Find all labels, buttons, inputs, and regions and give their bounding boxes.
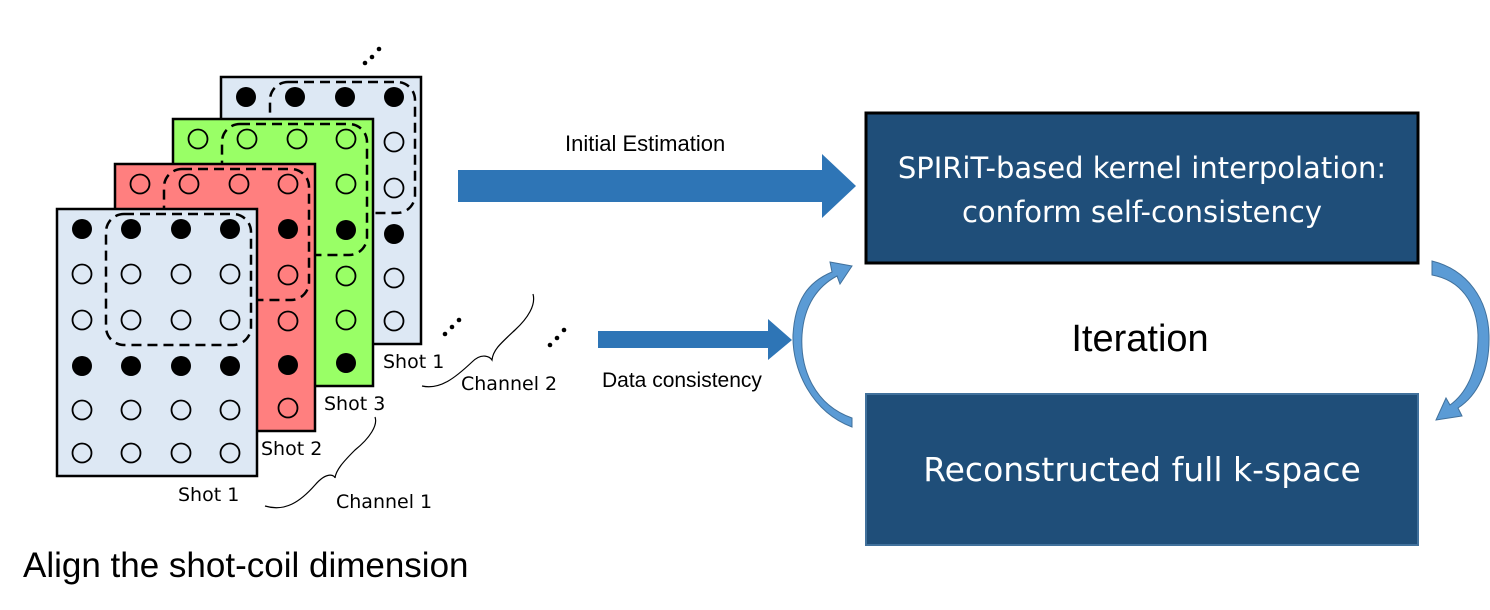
missing-sample-dot xyxy=(383,267,405,289)
acquired-sample-dot xyxy=(336,353,356,373)
missing-sample-dot xyxy=(335,173,357,195)
missing-sample-dot xyxy=(335,128,357,150)
data-consistency-arrow-icon xyxy=(598,319,792,360)
acquired-sample-dot xyxy=(121,219,141,239)
missing-sample-dot xyxy=(170,399,192,421)
acquired-sample-dot xyxy=(171,356,191,376)
shot1-ch1-label: Shot 1 xyxy=(178,484,239,506)
channel2-label: Channel 2 xyxy=(461,373,557,395)
acquired-sample-dot xyxy=(278,219,298,239)
shot1-ch2-label: Shot 1 xyxy=(383,351,444,373)
missing-sample-dot xyxy=(286,128,308,150)
reconstructed-box-label: Reconstructed full k-space xyxy=(923,450,1361,489)
missing-sample-dot xyxy=(383,131,405,153)
acquired-sample-dot xyxy=(121,356,141,376)
missing-sample-dot xyxy=(170,442,192,464)
kernel-window-outline xyxy=(104,212,253,347)
acquired-sample-dot xyxy=(72,219,92,239)
kernel-box-line1: SPIRiT-based kernel interpolation: xyxy=(898,151,1386,185)
missing-sample-dot xyxy=(383,177,405,199)
missing-sample-dot xyxy=(383,310,405,332)
kernel-window-outline xyxy=(220,122,369,257)
acquired-sample-dot xyxy=(278,355,298,375)
page-title: Align the shot-coil dimension xyxy=(23,546,469,585)
ellipsis-right-icon xyxy=(547,327,567,348)
missing-sample-dot xyxy=(129,173,151,195)
acquired-sample-dot xyxy=(384,87,404,107)
missing-sample-dot xyxy=(170,263,192,285)
kspace-panel-channel1-shot1 xyxy=(55,207,259,478)
missing-sample-dot xyxy=(335,265,357,287)
shot2-ch1-label: Shot 2 xyxy=(261,438,322,460)
kernel-window-outline xyxy=(162,167,311,302)
acquired-sample-dot xyxy=(335,87,355,107)
missing-sample-dot xyxy=(120,263,142,285)
data-consistency-label: Data consistency xyxy=(602,369,762,392)
iteration-label: Iteration xyxy=(1071,318,1208,360)
kernel-window-outline xyxy=(268,80,417,215)
missing-sample-dot xyxy=(178,173,200,195)
panel-background xyxy=(55,207,259,478)
missing-sample-dot xyxy=(335,309,357,331)
missing-sample-dot xyxy=(71,309,93,331)
missing-sample-dot xyxy=(170,309,192,331)
acquired-sample-dot xyxy=(336,220,356,240)
acquired-sample-dot xyxy=(220,356,240,376)
iteration-left-curved-arrow-icon xyxy=(792,261,853,428)
channel1-label: Channel 1 xyxy=(336,491,432,513)
acquired-sample-dot xyxy=(285,87,305,107)
acquired-sample-dot xyxy=(236,87,256,107)
acquired-sample-dot xyxy=(384,224,404,244)
missing-sample-dot xyxy=(228,173,250,195)
reconstructed-kspace-box xyxy=(865,393,1419,546)
acquired-sample-dot xyxy=(220,219,240,239)
missing-sample-dot xyxy=(219,442,241,464)
missing-sample-dot xyxy=(71,442,93,464)
missing-sample-dot xyxy=(187,128,209,150)
acquired-sample-dot xyxy=(72,356,92,376)
initial-estimation-label: Initial Estimation xyxy=(565,131,725,156)
missing-sample-dot xyxy=(120,309,142,331)
initial-estimation-arrow-icon xyxy=(458,154,856,218)
channel2-brace-icon xyxy=(421,293,535,388)
missing-sample-dot xyxy=(219,309,241,331)
missing-sample-dot xyxy=(277,264,299,286)
missing-sample-dot xyxy=(277,310,299,332)
missing-sample-dot xyxy=(236,128,258,150)
missing-sample-dot xyxy=(120,442,142,464)
kspace-panels xyxy=(55,75,423,478)
missing-sample-dot xyxy=(71,399,93,421)
missing-sample-dot xyxy=(120,399,142,421)
ellipsis-top-icon xyxy=(362,46,382,66)
missing-sample-dot xyxy=(219,263,241,285)
iteration-right-curved-arrow-icon xyxy=(1431,260,1490,421)
missing-sample-dot xyxy=(277,173,299,195)
missing-sample-dot xyxy=(71,263,93,285)
acquired-sample-dot xyxy=(171,219,191,239)
shot3-ch1-label: Shot 3 xyxy=(324,393,385,415)
missing-sample-dot xyxy=(219,399,241,421)
channel1-brace-icon xyxy=(264,416,377,509)
kernel-interpolation-box xyxy=(864,111,1420,265)
missing-sample-dot xyxy=(277,397,299,419)
kernel-box-line2: conform self-consistency xyxy=(962,195,1322,229)
ellipsis-mid-icon xyxy=(442,317,462,337)
